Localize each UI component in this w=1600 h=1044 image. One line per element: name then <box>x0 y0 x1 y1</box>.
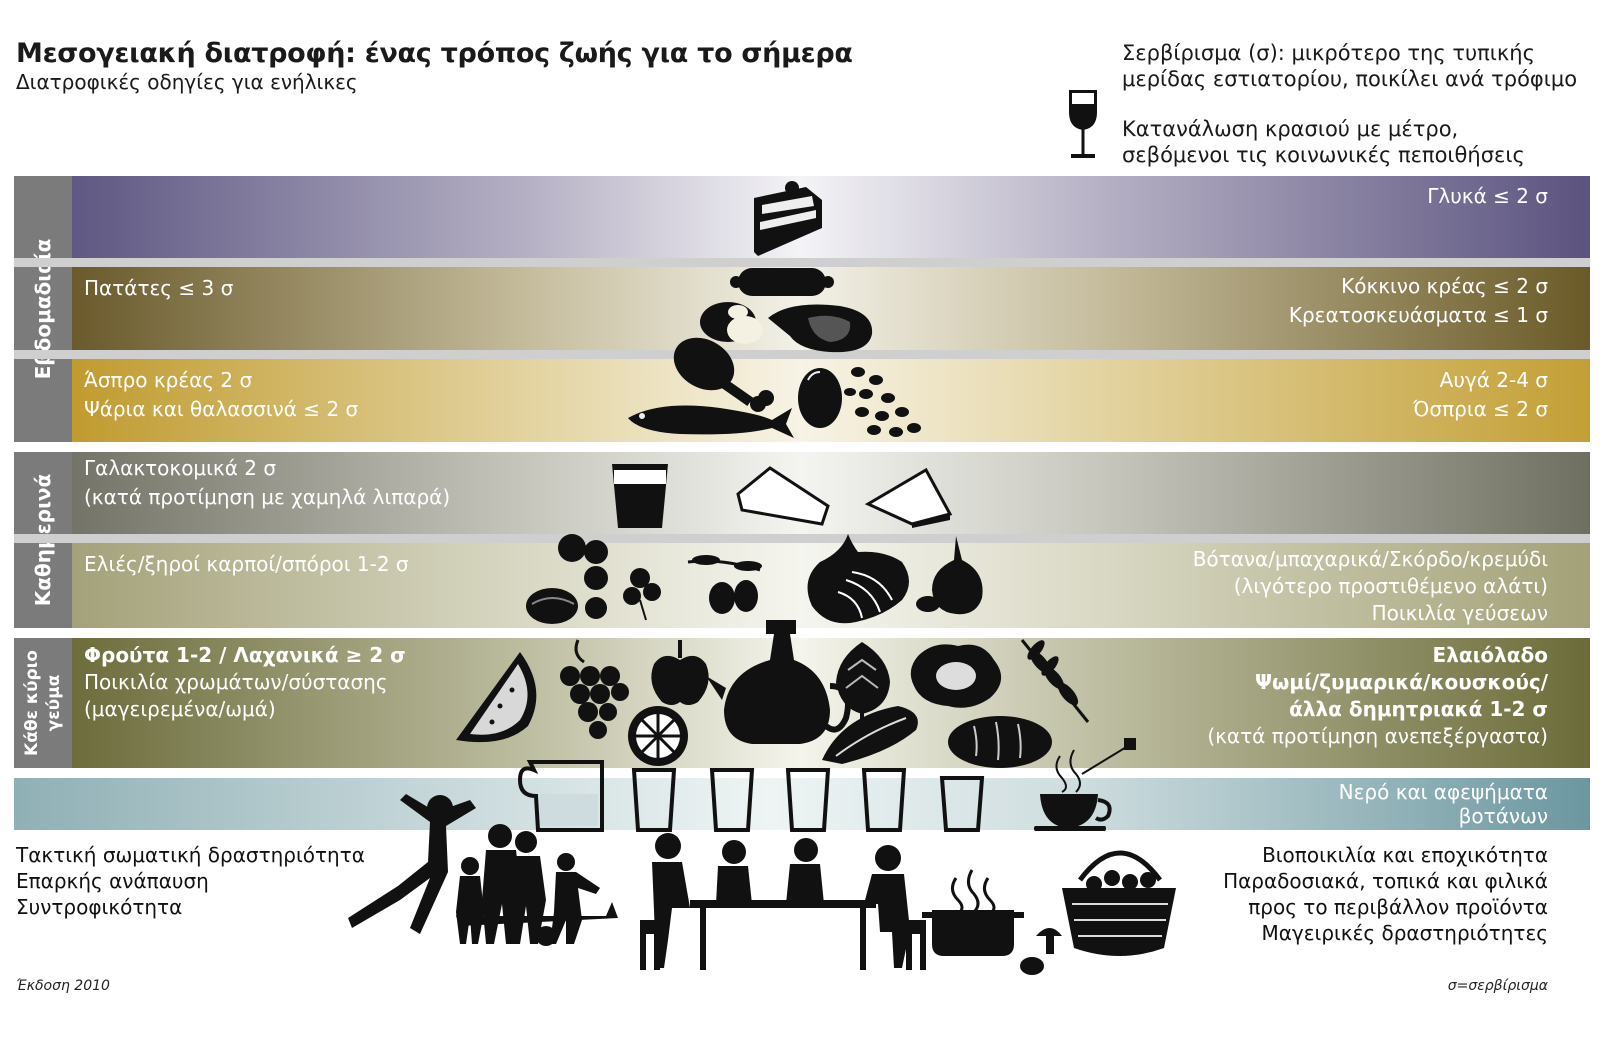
serving-note: Σερβίρισμα (σ): μικρότερο της τυπικής με… <box>1122 40 1577 92</box>
chicken-leg-icon <box>673 337 774 412</box>
cabbage-icon <box>910 644 1002 708</box>
label-red-meat: Κόκκινο κρέας ≤ 2 σ Κρεατοσκευάσματα ≤ 1… <box>1288 274 1548 327</box>
water-glass-icon <box>709 768 755 832</box>
wheat-icon <box>1020 639 1090 723</box>
potatoes-icon <box>700 302 763 344</box>
grapes-icon <box>560 639 629 739</box>
water-jug-icon <box>517 760 604 832</box>
water-glass-icon <box>939 776 985 832</box>
label-fruits-vegetables: Φρούτα 1-2 / Λαχανικά ≥ 2 σ Ποικιλία χρω… <box>84 643 406 721</box>
cooking-pot-icon <box>922 869 1024 956</box>
cheese-wedge-icon <box>864 467 953 528</box>
page-subtitle: Διατροφικές οδηγίες για ενήλικες <box>16 70 358 94</box>
water-glass-icon <box>631 768 677 832</box>
band-water <box>14 778 1590 830</box>
lettuce-icon <box>822 706 918 764</box>
olives-icon <box>687 555 762 614</box>
orange-icon <box>628 706 688 766</box>
serving-note-line2: μερίδας εστιατορίου, ποικίλει ανά τρόφιμ… <box>1122 67 1578 91</box>
water-glass-icon <box>861 768 907 832</box>
band-dairy <box>72 452 1590 534</box>
label-olive-oil-grains: Ελαιόλαδο Ψωμί/ζυμαρικά/κουσκούς/ άλλα δ… <box>1207 643 1548 748</box>
exercising-person-icon <box>348 794 476 934</box>
apple-icon <box>651 640 709 705</box>
edition-label: Έκδοση 2010 <box>16 978 110 994</box>
label-olives-nuts: Ελιές/ξηροί καρποί/σπόροι 1-2 σ <box>84 552 409 576</box>
wine-glass-icon <box>1069 90 1097 158</box>
parsley-icon <box>623 568 661 621</box>
steak-icon <box>768 304 873 353</box>
tea-cup-icon <box>1034 738 1136 831</box>
dining-table-icon <box>640 833 926 970</box>
side-label-weekly: Εβδομαδιαία <box>14 176 72 442</box>
water-glass-icon <box>785 768 831 832</box>
wine-note: Κατανάλωση κρασιού με μέτρο, σεβόμενοι τ… <box>1122 116 1525 168</box>
yogurt-icon <box>612 464 668 528</box>
wine-note-line2: σεβόμενοι τις κοινωνικές πεποιθήσεις <box>1122 143 1525 167</box>
band-separator <box>14 534 1590 543</box>
band-sweets <box>72 176 1590 258</box>
cheese-icon <box>736 466 830 526</box>
bread-icon <box>948 716 1052 768</box>
label-dairy: Γαλακτοκομικά 2 σ (κατά προτίμηση με χαμ… <box>84 456 451 509</box>
footer-biodiversity: Βιοποικιλία και εποχικότητα Παραδοσιακά,… <box>1223 843 1548 945</box>
label-eggs-legumes: Αυγά 2-4 σ Όσπρια ≤ 2 σ <box>1413 368 1548 421</box>
label-white-meat-fish: Άσπρο κρέας 2 σ Ψάρια και θαλασσινά ≤ 2 … <box>84 368 359 421</box>
label-sweets: Γλυκά ≤ 2 σ <box>1427 184 1548 208</box>
band-separator <box>14 350 1590 359</box>
sausage-icon <box>730 268 834 296</box>
nuts-icon <box>526 534 608 624</box>
garlic-icon <box>916 536 983 615</box>
band-separator <box>14 258 1590 267</box>
footer-lifestyle: Τακτική σωματική δραστηριότητα Επαρκής α… <box>16 843 365 919</box>
mushroom-icon <box>1020 928 1062 975</box>
wine-note-line1: Κατανάλωση κρασιού με μέτρο, <box>1122 117 1459 141</box>
cake-icon <box>754 181 822 256</box>
fish-icon <box>628 405 794 438</box>
watermelon-icon <box>456 652 537 743</box>
onion-icon <box>807 534 909 624</box>
family-icon <box>456 824 618 946</box>
label-herbs-spices: Βότανα/μπαχαρικά/Σκόρδο/κρεμύδι (λιγότερ… <box>1192 547 1548 625</box>
label-water: Νερό και αφεψήματα βοτάνων <box>1338 780 1548 828</box>
beans-icon <box>844 367 921 437</box>
label-potatoes: Πατάτες ≤ 3 σ <box>84 276 234 300</box>
serving-note-line1: Σερβίρισμα (σ): μικρότερο της τυπικής <box>1122 41 1535 65</box>
basket-icon <box>1062 850 1176 956</box>
egg-icon <box>798 368 842 428</box>
legend-label: σ=σερβίρισμα <box>1447 978 1548 994</box>
page-title: Μεσογειακή διατροφή: ένας τρόπος ζωής γι… <box>16 38 853 69</box>
olive-oil-jug-icon <box>706 620 851 744</box>
